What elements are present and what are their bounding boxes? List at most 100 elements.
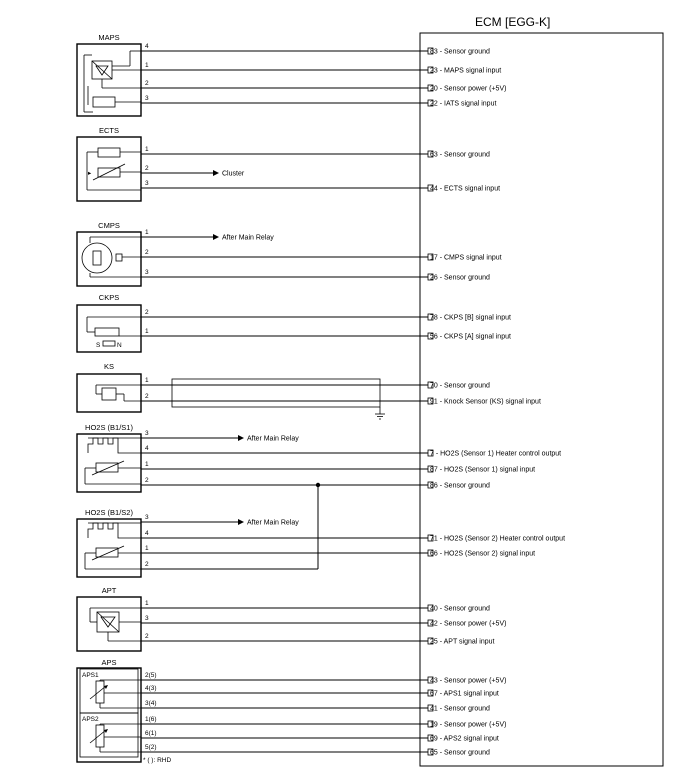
apt-terminal-0 (427, 604, 434, 612)
ho2s1-terminal-1 (427, 449, 434, 457)
aps-ecm-label-0: 43 - Sensor power (+5V) (430, 678, 506, 685)
ho2s1-heater-icon (87, 437, 141, 454)
aps-terminal-5 (427, 748, 434, 756)
ks-pin-1: 2 (145, 393, 149, 400)
aps1-wiper (89, 685, 107, 700)
ects-terminal-2 (427, 184, 434, 192)
rhd-note: * ( ): RHD (143, 757, 171, 764)
aps2-resistor (95, 724, 105, 748)
aps-terminal-3 (427, 720, 434, 728)
cmps-arrow-0 (213, 234, 219, 240)
cmps-terminal-2 (427, 273, 434, 281)
ks-shield (171, 378, 381, 408)
ho2s2-ecm-label-2: 66 - HO2S (Sensor 2) signal input (430, 551, 535, 558)
ho2s1-ecm-label-1: 7 - HO2S (Sensor 1) Heater control outpu… (430, 451, 561, 458)
aps-terminal-2 (427, 704, 434, 712)
ho2s1-ext-label-0: After Main Relay (247, 436, 299, 443)
ects-pin-2: 3 (145, 180, 149, 187)
aps-ecm-label-3: 19 - Sensor power (+5V) (430, 722, 506, 729)
aps-pin-3: 1(6) (145, 716, 157, 723)
maps-name: MAPS (98, 33, 119, 42)
ho2s1-terminal-3 (427, 481, 434, 489)
ckps-coil (94, 327, 120, 337)
ks-pin-0: 1 (145, 377, 149, 384)
ho2s2-element (95, 547, 119, 558)
cmps-ext-label-0: After Main Relay (222, 235, 274, 242)
ckps-name: CKPS (99, 293, 119, 302)
ho2s1-element (95, 462, 119, 473)
ho2s2-pin-2: 1 (145, 545, 149, 552)
ects-resistor-a (97, 147, 121, 158)
apt-box (76, 596, 142, 652)
ho2s2-element-diag (91, 545, 125, 561)
ks-box (76, 373, 142, 413)
ho2s1-ecm-label-2: 87 - HO2S (Sensor 1) signal input (430, 467, 535, 474)
ecm-title: ECM [EGG-K] (475, 15, 550, 29)
aps-ecm-label-1: 67 - APS1 signal input (430, 691, 499, 698)
aps-pin-4: 6(1) (145, 730, 157, 737)
apt-ecm-label-0: 40 - Sensor ground (430, 606, 490, 613)
aps1-resistor (95, 680, 105, 704)
ho2s2-name: HO2S (B1/S2) (85, 508, 133, 517)
ho2s2-pin-3: 2 (145, 561, 149, 568)
maps-terminal-1 (427, 66, 434, 74)
ks-ecm-label-1: 91 - Knock Sensor (KS) signal input (430, 399, 541, 406)
maps-pin-2: 2 (145, 80, 149, 87)
maps-ecm-label-1: 23 - MAPS signal input (430, 68, 501, 75)
aps-terminal-0 (427, 676, 434, 684)
ks-name: KS (104, 362, 114, 371)
thermistor-icon: ▸ (88, 170, 92, 177)
maps-terminal-0 (427, 47, 434, 55)
aps-box (76, 667, 142, 763)
ects-ext-label-1: Cluster (222, 171, 245, 178)
ckps-pin-0: 2 (145, 309, 149, 316)
apt-ecm-label-2: 25 - APT signal input (430, 639, 495, 646)
aps-pin-2: 3(4) (145, 700, 157, 707)
cmps-terminal-1 (427, 253, 434, 261)
aps2-box (79, 712, 139, 758)
ects-ecm-label-0: 63 - Sensor ground (430, 152, 490, 159)
ho2s2-terminal-2 (427, 549, 434, 557)
maps-pin-1: 1 (145, 62, 149, 69)
maps-pin-0: 4 (145, 43, 149, 50)
ho2s2-ext-label-0: After Main Relay (247, 520, 299, 527)
ho2s2-arrow-0 (238, 519, 244, 525)
ho2s2-box (76, 518, 142, 578)
aps1-wiper-arrow-icon (104, 685, 108, 689)
ects-thermistor-diag (92, 163, 126, 181)
ho2s1-pin-1: 4 (145, 445, 149, 452)
aps2-label: APS2 (82, 716, 99, 723)
ho2s1-box (76, 433, 142, 493)
aps-name: APS (101, 658, 116, 667)
maps-ecm-label-2: 20 - Sensor power (+5V) (430, 86, 506, 93)
aps-ecm-label-4: 69 - APS2 signal input (430, 736, 499, 743)
maps-box (76, 43, 142, 117)
ects-arrow-1 (213, 170, 219, 176)
aps1-label: APS1 (82, 672, 99, 679)
ho2s2-terminal-1 (427, 534, 434, 542)
ho2s1-name: HO2S (B1/S1) (85, 423, 133, 432)
ckps-box (76, 304, 142, 353)
aps2-wiper-arrow-icon (104, 729, 108, 733)
aps-pin-1: 4(3) (145, 685, 157, 692)
ho2s1-pin-2: 1 (145, 461, 149, 468)
apt-triangle-icon (100, 616, 116, 628)
cmps-ecm-label-2: 26 - Sensor ground (430, 275, 490, 282)
ho2s-junction-dot (315, 482, 321, 488)
maps-terminal-3 (427, 99, 434, 107)
cmps-pin-0: 1 (145, 229, 149, 236)
ckps-terminal-1 (427, 332, 434, 340)
ckps-terminal-0 (427, 313, 434, 321)
ho2s2-pin-1: 4 (145, 530, 149, 537)
cmps-name: CMPS (98, 221, 120, 230)
ho2s1-terminal-2 (427, 465, 434, 473)
apt-pin-2: 2 (145, 633, 149, 640)
ckps-n-label: N (117, 342, 122, 349)
aps-pin-0: 2(5) (145, 672, 157, 679)
ects-pin-0: 1 (145, 146, 149, 153)
aps-pin-5: 5(2) (145, 744, 157, 751)
maps-ecm-label-3: 22 - IATS signal input (430, 101, 496, 108)
ckps-ecm-label-0: 78 - CKPS [B] signal input (430, 315, 511, 322)
maps-element-diag (91, 60, 113, 80)
